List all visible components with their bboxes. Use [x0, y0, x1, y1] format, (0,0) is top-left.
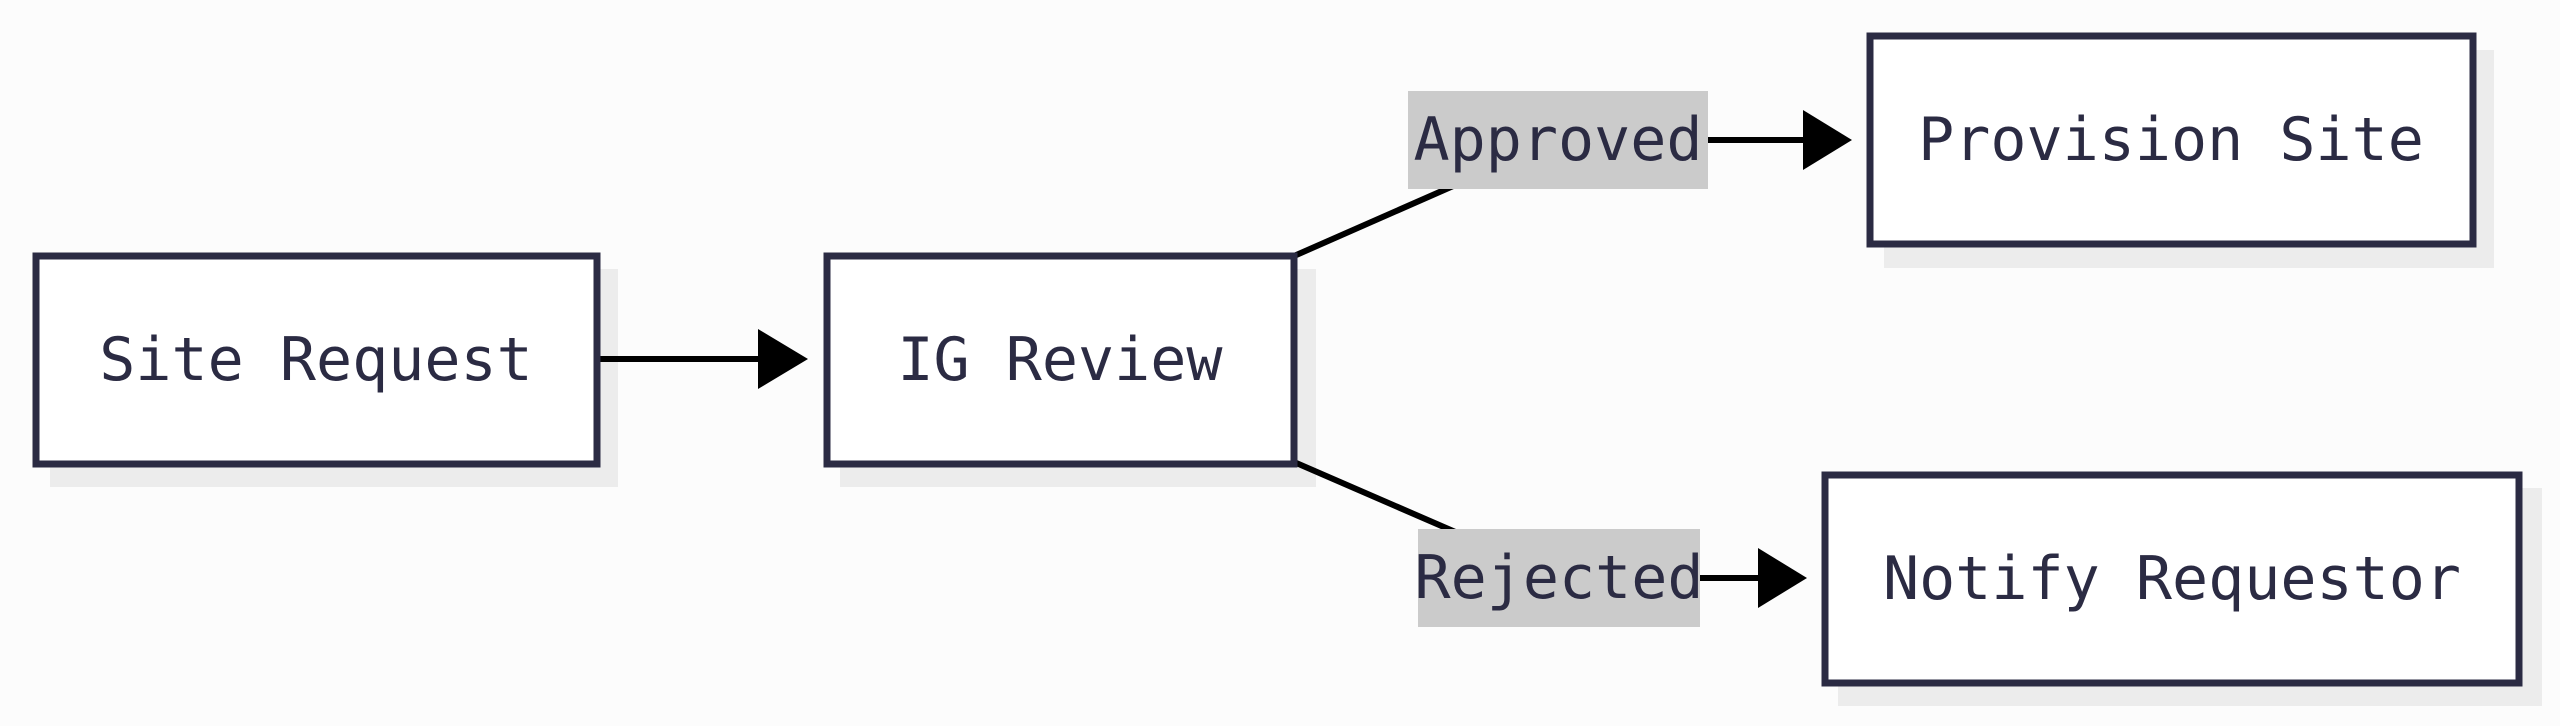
edge-label-approved: Approved [1408, 91, 1708, 189]
node-provision-site-box[interactable] [1866, 32, 2477, 248]
node-provision-site-label: Provision Site [1918, 105, 2424, 175]
node-site-request-label: Site Request [99, 325, 532, 395]
edge-label-approved-text: Approved [1414, 105, 1703, 175]
arrowheads [758, 110, 1852, 608]
node-notify-requestor-label: Notify Requestor [1883, 544, 2461, 614]
edge-label-rejected: Rejected [1415, 529, 1704, 627]
arrowhead-to-provision-site-icon [1803, 110, 1852, 170]
node-notify-requestor[interactable]: Notify Requestor [1821, 471, 2523, 687]
edge-ig-review-to-rejected-label [1292, 459, 1462, 537]
edge-label-rejected-text: Rejected [1415, 543, 1704, 613]
node-ig-review-box[interactable] [823, 252, 1298, 468]
node-ig-review[interactable]: IG Review [823, 252, 1298, 468]
node-site-request-box[interactable] [32, 252, 601, 468]
node-ig-review-label: IG Review [897, 325, 1223, 395]
edge-label-approved-bg [1408, 91, 1708, 189]
node-provision-site[interactable]: Provision Site [1866, 32, 2477, 248]
edge-label-rejected-bg [1418, 529, 1700, 627]
edges [597, 137, 1807, 581]
node-notify-requestor-box[interactable] [1821, 471, 2523, 687]
arrowhead-to-notify-requestor-icon [1758, 548, 1807, 608]
node-site-request[interactable]: Site Request [32, 252, 601, 468]
edge-ig-review-to-approved-label [1292, 180, 1462, 259]
arrowhead-to-ig-review-icon [758, 329, 808, 389]
